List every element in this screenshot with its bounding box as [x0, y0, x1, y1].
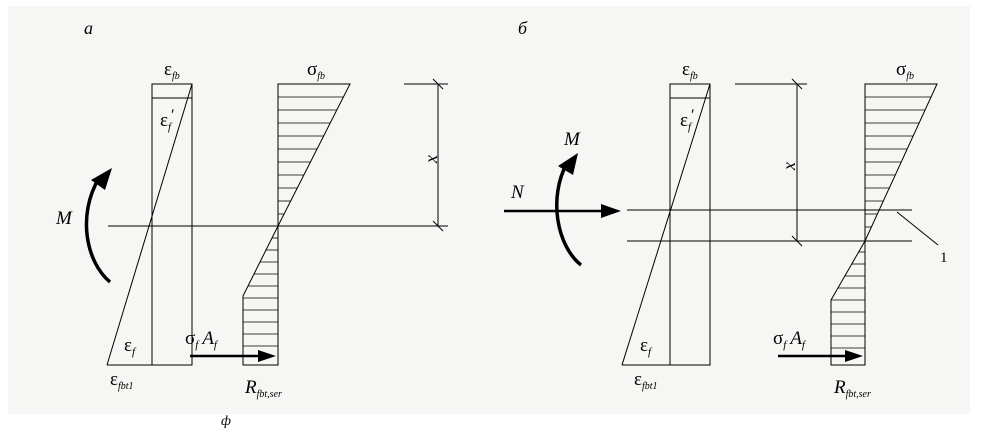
panel-a-x-label: x — [421, 155, 441, 164]
panel-b-eps-fb: εfb — [682, 59, 698, 82]
panel-b-label: б — [518, 18, 528, 38]
panel-b-strain-diagram — [621, 83, 711, 366]
panel-a-label: а — [84, 18, 93, 38]
panel-b: б — [504, 18, 948, 400]
panel-a-strain-diagram — [106, 83, 193, 366]
panel-b-x-label: x — [779, 162, 799, 171]
panel-a-eps-fb: εfb — [164, 59, 180, 82]
panel-b-moment-label: M — [563, 129, 581, 150]
panel-a-compression-triangle — [277, 83, 351, 227]
panel-b-r-label: Rfbt,ser — [833, 377, 871, 400]
panel-a-compression-hatching — [278, 96, 343, 215]
panel-b-stress-diagram — [830, 83, 938, 366]
panel-a-force-arrow — [190, 350, 276, 362]
panel-b-x-dimension: x — [735, 78, 807, 247]
panel-b-callout-label: 1 — [940, 250, 948, 266]
panel-a-eps-f: εf — [124, 335, 137, 358]
panel-b-eps-f-prime: εf′ — [680, 107, 695, 133]
panel-a-strain-rect — [151, 83, 193, 366]
panel-b-normal-force-arrow — [504, 204, 621, 218]
panel-b-sigma-fb: σfb — [896, 59, 914, 82]
panel-a-x-dimension: x — [404, 78, 448, 232]
panel-b-eps-fbt1: εfbt1 — [634, 369, 658, 392]
panel-a-stress-diagram — [242, 83, 351, 366]
panel-b-tension-block — [830, 239, 866, 366]
panel-b-force-arrow — [778, 350, 863, 362]
panel-b-tension-hatching — [831, 251, 865, 349]
panel-a: а — [55, 18, 448, 400]
panel-a-tension-block — [242, 225, 279, 366]
panel-a-eps-fbt1: εfbt1 — [110, 369, 134, 392]
panel-a-tension-hatching — [243, 237, 278, 347]
footer-glyph: ф — [221, 414, 231, 429]
panel-b-compression-hatching — [865, 96, 931, 228]
panel-b-eps-f: εf — [640, 335, 653, 358]
panel-a-sigma-fb: σfb — [307, 59, 325, 82]
panel-b-compression-triangle — [864, 83, 938, 242]
panel-b-strain-rect — [669, 83, 711, 366]
panel-a-r-label: Rfbt,ser — [244, 377, 282, 400]
panel-a-moment-label: M — [55, 208, 73, 229]
panel-b-strain-diagonal — [621, 83, 711, 366]
panel-b-moment-arrow — [555, 153, 583, 267]
panel-a-eps-f-prime: εf′ — [160, 107, 175, 133]
panel-b-normal-label: N — [510, 182, 525, 203]
panel-a-strain-diagonal — [106, 83, 193, 366]
panel-b-callout-leader — [896, 211, 939, 246]
panel-a-moment-arrow — [84, 168, 112, 284]
